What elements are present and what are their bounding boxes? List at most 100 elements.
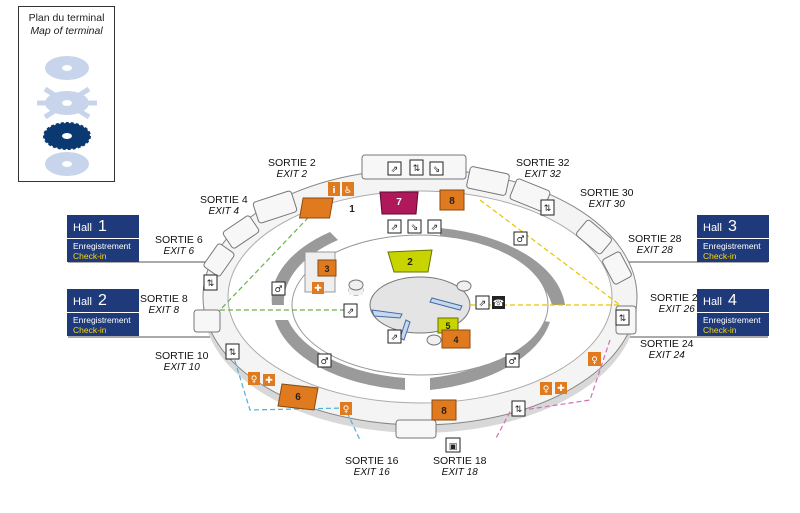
- zone-3[interactable]: 3: [317, 259, 337, 277]
- zone-8-bottom[interactable]: 8: [431, 399, 457, 421]
- svg-text:♿: ♿: [344, 186, 352, 196]
- svg-text:⇗: ⇗: [347, 307, 355, 317]
- elevator-icon[interactable]: ⇅: [409, 159, 424, 176]
- level-4-icon[interactable]: [45, 152, 89, 176]
- hall-subtitle-fr: Enregistrement: [703, 241, 761, 251]
- inner-bands: [271, 228, 565, 390]
- hall-subtitle-fr: Enregistrement: [703, 315, 761, 325]
- hall-subtitle-en: Check-in: [703, 251, 737, 261]
- svg-text:♀: ♀: [591, 356, 598, 366]
- hall-label: Hall: [73, 222, 92, 234]
- svg-text:☎: ☎: [493, 299, 504, 309]
- hall-number: 2: [97, 292, 107, 309]
- baby-care-icon[interactable]: ✚: [555, 382, 567, 394]
- escalator-icon[interactable]: ⇘: [407, 219, 422, 234]
- zone-7[interactable]: 7: [379, 191, 419, 215]
- svg-text:⇅: ⇅: [413, 164, 421, 174]
- zone-2[interactable]: 2: [387, 249, 433, 273]
- svg-text:7: 7: [396, 197, 402, 208]
- hall-number: 3: [727, 218, 737, 235]
- svg-text:2: 2: [407, 257, 413, 268]
- hall-label: Hall: [703, 296, 722, 308]
- zone-4[interactable]: 4: [441, 329, 471, 349]
- level-1-icon[interactable]: [45, 56, 89, 80]
- toilets-icon[interactable]: ♂: [505, 353, 520, 368]
- hall-subtitle-en: Check-in: [73, 325, 107, 335]
- hall-subtitle-en: Check-in: [73, 251, 107, 261]
- legend-title: Plan du terminal Map of terminal: [19, 12, 114, 38]
- escalator-icon[interactable]: ⇗: [387, 219, 402, 234]
- baby-care-icon[interactable]: ✚: [312, 282, 324, 294]
- svg-text:⇅: ⇅: [207, 279, 215, 289]
- svg-text:i: i: [332, 186, 335, 196]
- svg-text:⇅: ⇅: [515, 405, 523, 415]
- zone-1[interactable]: 1: [298, 197, 356, 219]
- elevator-icon[interactable]: ⇅: [615, 309, 630, 326]
- toilets-icon[interactable]: ♀: [248, 372, 260, 385]
- central-escalator-arrows: [371, 297, 463, 341]
- svg-text:⇗: ⇗: [431, 223, 439, 233]
- svg-text:⇘: ⇘: [433, 165, 441, 175]
- escalator-icon[interactable]: ⇗: [475, 295, 490, 310]
- terminal-map-legend: Plan du terminal Map of terminal: [18, 6, 115, 182]
- escalator-icon[interactable]: ⇗: [427, 219, 442, 234]
- toilets-icon[interactable]: ♀: [588, 352, 601, 366]
- svg-text:✚: ✚: [557, 384, 565, 394]
- level-2-icon[interactable]: [37, 86, 97, 120]
- toilets-icon[interactable]: ♂: [317, 353, 332, 368]
- svg-text:⇗: ⇗: [479, 299, 487, 309]
- info-icon[interactable]: i: [328, 182, 340, 196]
- toilets-icon[interactable]: ♀: [340, 402, 352, 415]
- svg-text:1: 1: [349, 204, 355, 215]
- bus-icon[interactable]: ▣: [445, 437, 461, 453]
- svg-text:⇅: ⇅: [229, 348, 237, 358]
- luggage-icon[interactable]: ♿: [342, 182, 354, 196]
- svg-text:♀: ♀: [343, 405, 350, 415]
- elevator-icon[interactable]: ⇅: [225, 343, 240, 360]
- svg-text:♂: ♂: [516, 235, 524, 245]
- svg-text:♀: ♀: [543, 385, 550, 395]
- elevator-icon[interactable]: ⇅: [540, 199, 555, 216]
- svg-text:3: 3: [324, 264, 329, 274]
- elevator-icon[interactable]: ⇅: [511, 400, 526, 417]
- level-3-icon-selected[interactable]: [43, 122, 91, 150]
- hall-number: 4: [727, 292, 737, 309]
- svg-text:5: 5: [445, 321, 450, 331]
- escalator-icon[interactable]: ⇗: [387, 329, 402, 344]
- escalator-icon[interactable]: ⇗: [387, 161, 402, 176]
- escalator-icon[interactable]: ⇗: [343, 303, 358, 318]
- hall-label: Hall: [703, 222, 722, 234]
- svg-text:⇗: ⇗: [391, 165, 399, 175]
- svg-text:♂: ♂: [274, 285, 282, 295]
- svg-text:♂: ♂: [320, 357, 328, 367]
- svg-text:✚: ✚: [265, 376, 273, 386]
- elevator-icon[interactable]: ⇅: [203, 274, 218, 291]
- central-pillars: [348, 279, 472, 346]
- toilets-icon[interactable]: ♀: [540, 382, 552, 395]
- baby-care-icon[interactable]: ✚: [263, 374, 275, 386]
- zone-6[interactable]: 6: [277, 383, 319, 411]
- hall-subtitle-fr: Enregistrement: [73, 315, 131, 325]
- svg-text:⇅: ⇅: [544, 204, 552, 214]
- hall-label: Hall: [73, 296, 92, 308]
- escalator-icon[interactable]: ⇘: [429, 161, 444, 176]
- phone-icon[interactable]: ☎: [492, 296, 505, 309]
- toilets-icon[interactable]: ♂: [513, 231, 528, 246]
- svg-text:♀: ♀: [251, 375, 258, 385]
- legend-title-en: Map of terminal: [30, 25, 103, 37]
- zone-8-top[interactable]: 8: [439, 189, 465, 211]
- toilets-icon[interactable]: ♂: [271, 281, 286, 296]
- svg-text:4: 4: [453, 335, 458, 345]
